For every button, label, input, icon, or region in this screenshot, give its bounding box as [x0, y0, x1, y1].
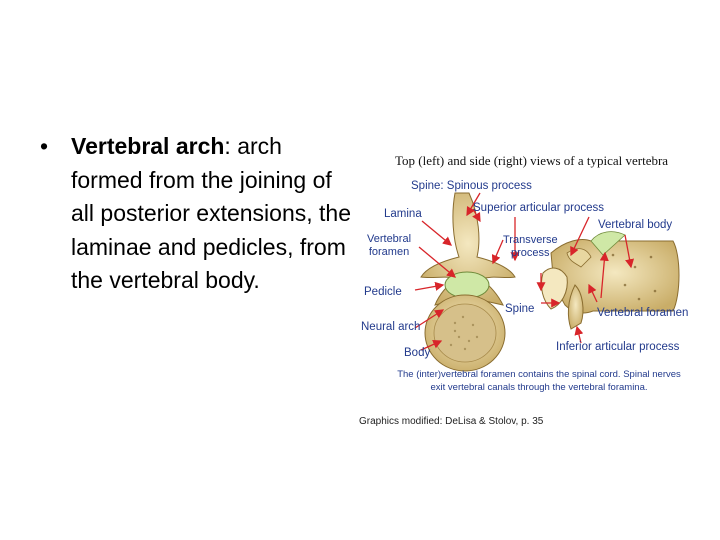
top-vertebral-foramen	[444, 271, 490, 299]
label-spinous-process: Spine: Spinous process	[411, 180, 532, 192]
label-superior-articular-process: Superior articular process	[473, 202, 605, 214]
figure-credit: Graphics modified: DeLisa & Stolov, p. 3…	[359, 416, 544, 427]
bullet-text: Vertebral arch: arch formed from the joi…	[71, 130, 351, 298]
vertebra-illustration	[414, 192, 680, 372]
figure-caption: The (inter)vertebral foramen contains th…	[397, 369, 681, 393]
bullet-term: Vertebral arch	[71, 133, 225, 159]
bullet-definition: : arch formed from the joining of all po…	[71, 133, 351, 293]
figure-title: Top (left) and side (right) views of a t…	[395, 153, 669, 168]
vertebra-figure: Top (left) and side (right) views of a t…	[355, 145, 695, 435]
label-neural-arch: Neural arch	[361, 321, 421, 333]
label-spine-side: Spine	[505, 303, 535, 315]
top-view-vertebra	[420, 192, 516, 372]
label-vertebral-body: Vertebral body	[598, 219, 673, 231]
label-pedicle: Pedicle	[364, 286, 402, 298]
bullet-dot: •	[40, 133, 49, 159]
label-arrows	[414, 192, 635, 351]
label-lamina: Lamina	[384, 208, 422, 220]
label-vertebral-foramen-right: Vertebral foramen	[597, 307, 689, 319]
label-body: Body	[404, 347, 431, 359]
side-view-vertebra	[540, 231, 680, 330]
label-inferior-articular-process: Inferior articular process	[556, 341, 680, 353]
